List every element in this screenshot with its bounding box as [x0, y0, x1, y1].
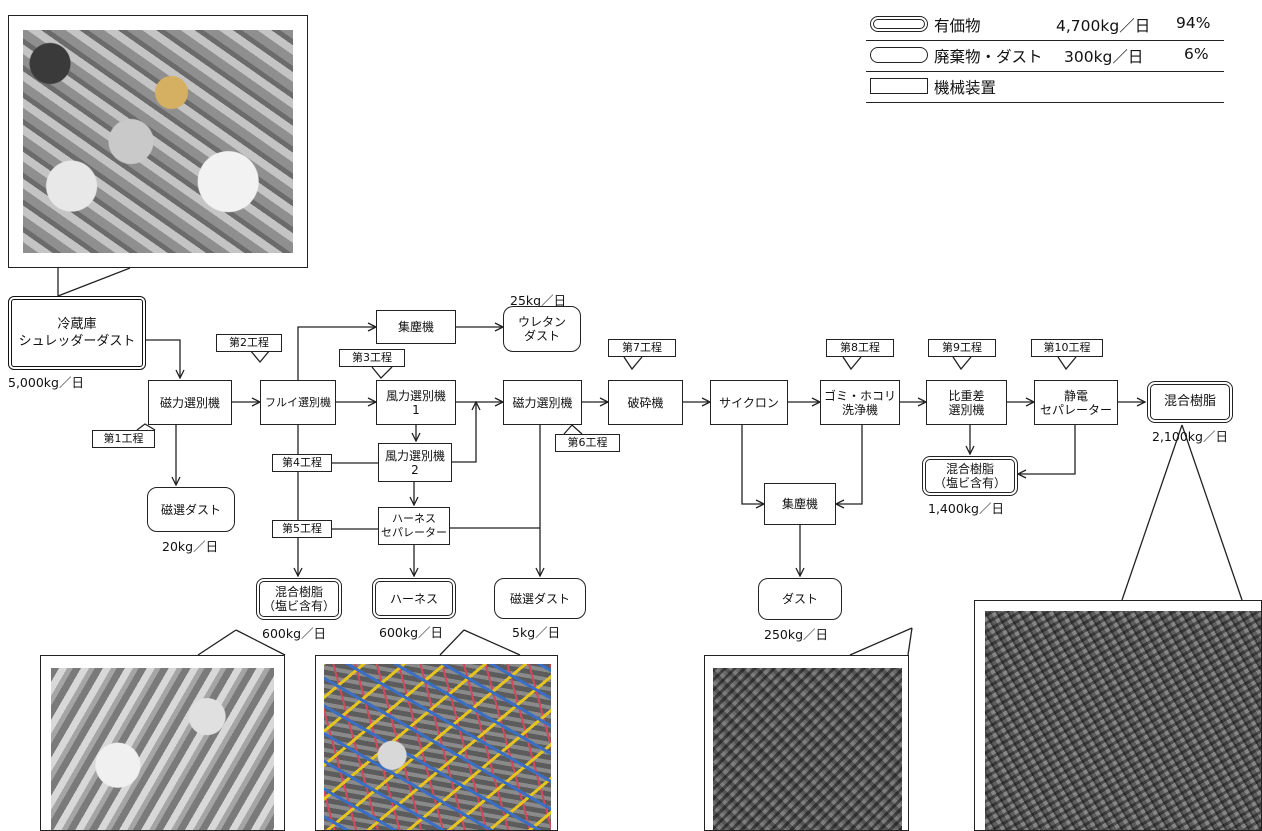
step-tag-1: 第1工程: [92, 430, 155, 448]
dust-amount: 250kg／日: [764, 624, 828, 643]
magnetic-separator-1: 磁力選別機: [148, 380, 232, 425]
sieve-separator: フルイ選別機: [260, 380, 336, 425]
magnetic-dust-amount-2: 5kg／日: [512, 622, 560, 641]
step-tag-10: 第10工程: [1031, 339, 1103, 357]
legend: 有価物 4,700kg／日 94% 廃棄物・ダスト 300kg／日 6% 機械装…: [866, 10, 1224, 103]
cyclone: サイクロン: [710, 380, 788, 425]
step-tag-3: 第3工程: [339, 349, 405, 367]
callout-photo1: [198, 630, 236, 655]
mixed-resin-pvc-amount-2: 1,400kg／日: [928, 498, 1004, 517]
harness-output: ハーネス: [372, 578, 456, 619]
magnetic-separator-2: 磁力選別機: [503, 380, 582, 425]
legend-label-machine: 機械装置: [934, 76, 996, 98]
mixed-resin-pvc-photo-1: [40, 655, 285, 831]
harness-amount: 600kg／日: [379, 622, 443, 641]
magnetic-dust-output-2: 磁選ダスト: [494, 578, 586, 619]
mixed-resin-pvc-amount-1: 600kg／日: [262, 623, 326, 642]
mixed-resin-output: 混合樹脂: [1147, 381, 1233, 423]
step-tag-8: 第8工程: [826, 339, 894, 357]
legend-swatch-valuable: [870, 16, 928, 32]
input-refrigerator-shredder-dust: 冷蔵庫 シュレッダーダスト: [8, 296, 146, 370]
input-material-photo: [8, 15, 308, 268]
step-tag-5: 第5工程: [272, 520, 332, 538]
magnetic-dust-output-1: 磁選ダスト: [147, 487, 235, 532]
urethane-dust-output: ウレタン ダスト: [503, 306, 581, 352]
callout-photo4-2: [1182, 425, 1242, 600]
legend-label-waste: 廃棄物・ダスト: [934, 45, 1043, 67]
step-tag-4: 第4工程: [272, 454, 332, 472]
step-tag-7: 第7工程: [608, 339, 676, 357]
callout-photo3: [850, 628, 912, 655]
mixed-resin-photo: [974, 600, 1262, 831]
wind-separator-1: 風力選別機 1: [376, 380, 456, 425]
crusher: 破砕機: [608, 380, 683, 425]
gravity-separator: 比重差 選別機: [926, 380, 1007, 425]
callout-photo3-2: [908, 628, 912, 655]
legend-row-machine: 機械装置: [866, 72, 1224, 103]
legend-percent-valuable: 94%: [1176, 14, 1210, 32]
electrostatic-separator: 静電 セパレーター: [1034, 380, 1118, 425]
mixed-resin-amount: 2,100kg／日: [1152, 426, 1228, 445]
callout-photo4: [1122, 425, 1182, 600]
step-tag-2: 第2工程: [216, 334, 282, 352]
magnetic-dust-amount-1: 20kg／日: [162, 536, 218, 555]
legend-row-valuable: 有価物 4,700kg／日 94%: [866, 10, 1224, 41]
legend-percent-waste: 6%: [1184, 45, 1209, 63]
legend-label-valuable: 有価物: [934, 14, 981, 36]
dust-output: ダスト: [758, 578, 842, 620]
input-amount: 5,000kg／日: [8, 372, 84, 391]
legend-swatch-waste: [870, 47, 928, 63]
harness-wire-photo: [315, 655, 558, 831]
wind-separator-2: 風力選別機 2: [378, 443, 452, 482]
legend-row-waste: 廃棄物・ダスト 300kg／日 6%: [866, 41, 1224, 72]
step-tag-9: 第9工程: [928, 339, 996, 357]
dust-collector-1: 集塵機: [376, 310, 456, 344]
legend-amount-waste: 300kg／日: [1064, 45, 1143, 67]
mixed-resin-pvc-output-1: 混合樹脂 （塩ビ含有）: [256, 578, 342, 620]
mixed-resin-pvc-photo-2: [704, 655, 909, 831]
step-tag-6: 第6工程: [555, 434, 620, 452]
legend-swatch-machine: [870, 78, 928, 94]
callout-photo2: [440, 630, 464, 655]
dust-collector-2: 集塵機: [764, 483, 836, 525]
mixed-resin-pvc-output-2: 混合樹脂 （塩ビ含有）: [922, 456, 1018, 496]
dust-washer: ゴミ・ホコリ 洗浄機: [820, 380, 900, 425]
harness-separator: ハーネス セパレーター: [378, 507, 450, 545]
callout-input-photo-2: [58, 268, 130, 296]
legend-amount-valuable: 4,700kg／日: [1056, 14, 1150, 36]
